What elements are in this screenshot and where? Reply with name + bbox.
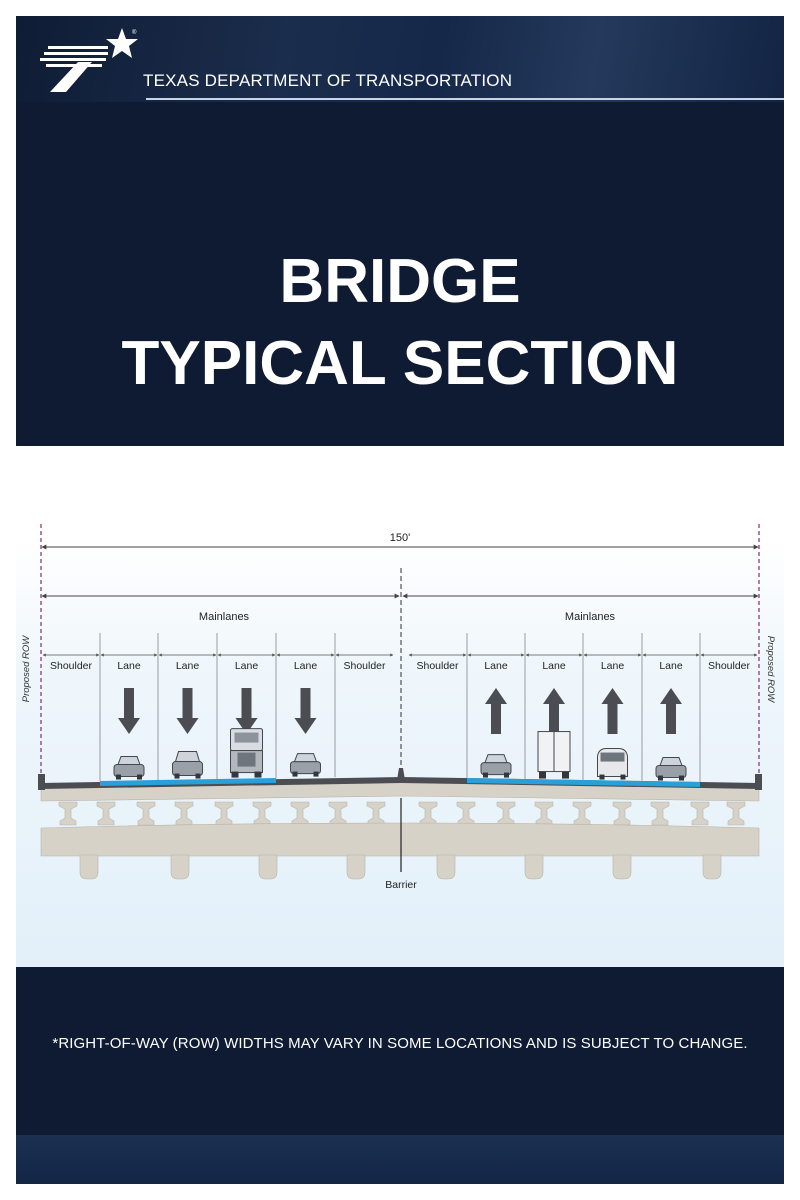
exhibit-board: ® TEXAS DEPARTMENT OF TRANSPORTATION BRI…	[16, 16, 784, 1184]
left-section-4-lane: Lane	[217, 653, 276, 778]
row-disclaimer: *RIGHT-OF-WAY (ROW) WIDTHS MAY VARY IN S…	[52, 1035, 748, 1052]
semi-truck-icon	[230, 728, 263, 778]
arrow-up-icon	[601, 688, 624, 734]
diagram-panel: 150' Mainlanes Mainlanes Proposed ROW Pr…	[16, 446, 784, 967]
section-label: Lane	[659, 660, 683, 672]
lane-sections: Shoulder Lane Lane Lane Lane Shoulder Shoulder…	[42, 633, 758, 783]
header-panel: ® TEXAS DEPARTMENT OF TRANSPORTATION BRI…	[16, 16, 784, 446]
arrow-down-icon	[176, 688, 199, 734]
car-icon	[655, 757, 687, 781]
title-line-1: BRIDGE	[279, 247, 521, 316]
left-section-2-lane: Lane	[100, 653, 158, 780]
arrow-down-icon	[118, 688, 140, 734]
right-section-4-lane: Lane	[583, 653, 642, 780]
bridge-structure	[38, 768, 762, 880]
column	[170, 854, 190, 880]
left-section-1-shoulder: Shoulder	[42, 653, 100, 672]
left-mainlanes-label: Mainlanes	[199, 611, 250, 623]
right-section-2-lane: Lane	[467, 653, 525, 778]
suv-icon	[172, 751, 203, 779]
section-label: Shoulder	[416, 660, 459, 672]
girder	[726, 801, 746, 826]
total-width-label: 150'	[390, 532, 410, 544]
girders	[58, 801, 746, 826]
columns	[79, 854, 722, 880]
car-icon	[113, 756, 145, 780]
car-icon	[480, 754, 512, 778]
column	[612, 854, 632, 880]
right-section-1-shoulder: Shoulder	[408, 653, 467, 672]
girder	[328, 801, 348, 826]
footer-band	[16, 1135, 784, 1184]
girder	[290, 801, 310, 826]
girder	[366, 801, 386, 826]
header-divider	[146, 98, 784, 100]
svg-text:®: ®	[132, 29, 137, 36]
right-section-6-shoulder: Shoulder	[700, 653, 758, 672]
girder	[58, 801, 78, 826]
header-band	[16, 16, 784, 102]
section-label: Lane	[117, 660, 141, 672]
section-label: Lane	[542, 660, 566, 672]
right-section-5-lane: Lane	[642, 653, 700, 781]
agency-name: TEXAS DEPARTMENT OF TRANSPORTATION	[143, 71, 513, 90]
girder	[650, 801, 670, 826]
left-section-5-lane: Lane	[276, 653, 335, 777]
left-edge-barrier	[38, 774, 45, 790]
girder	[136, 801, 156, 826]
right-mainlanes-label: Mainlanes	[565, 611, 616, 623]
arrow-down-icon	[294, 688, 317, 734]
girder	[252, 801, 272, 826]
right-edge-barrier	[755, 774, 762, 790]
section-label: Lane	[601, 660, 625, 672]
car-icon	[290, 753, 321, 777]
arrow-up-icon	[660, 688, 682, 734]
girder	[214, 801, 234, 826]
column	[524, 854, 544, 880]
girder	[456, 801, 476, 826]
txdot-star-logo-icon: ®	[40, 28, 138, 92]
page-title: BRIDGE TYPICAL SECTION	[16, 241, 784, 405]
right-lanes-stripe	[467, 778, 700, 787]
girder	[174, 801, 194, 826]
column	[258, 854, 278, 880]
left-section-6-shoulder: Shoulder	[335, 653, 394, 672]
section-label: Lane	[484, 660, 508, 672]
bent-cap	[40, 822, 760, 857]
section-label: Shoulder	[708, 660, 751, 672]
girder	[572, 801, 592, 826]
arrow-up-icon	[543, 688, 565, 734]
girder	[690, 801, 710, 826]
girder	[612, 801, 632, 826]
girder	[418, 801, 438, 826]
left-lanes-stripe	[100, 778, 276, 786]
van-icon	[597, 748, 628, 780]
section-label: Lane	[294, 660, 318, 672]
girder	[496, 801, 516, 826]
left-row-label: Proposed ROW	[21, 635, 32, 703]
section-label: Shoulder	[50, 660, 93, 672]
left-section-3-lane: Lane	[158, 653, 217, 779]
box-truck-icon	[537, 731, 571, 779]
girder	[534, 801, 554, 826]
barrier-label: Barrier	[385, 879, 417, 891]
section-label: Shoulder	[343, 660, 386, 672]
arrow-down-icon	[235, 688, 258, 734]
right-section-3-lane: Lane	[525, 653, 583, 779]
section-label: Lane	[176, 660, 200, 672]
column	[702, 854, 722, 880]
girder	[96, 801, 116, 826]
column	[79, 854, 99, 880]
bridge-section-diagram: 150' Mainlanes Mainlanes Proposed ROW Pr…	[21, 524, 776, 891]
title-line-2: TYPICAL SECTION	[121, 329, 679, 398]
right-row-label: Proposed ROW	[765, 636, 776, 704]
footer-panel: *RIGHT-OF-WAY (ROW) WIDTHS MAY VARY IN S…	[16, 967, 784, 1184]
column	[436, 854, 456, 880]
median-barrier	[397, 768, 405, 780]
section-label: Lane	[235, 660, 259, 672]
arrow-up-icon	[485, 688, 507, 734]
column	[346, 854, 366, 880]
